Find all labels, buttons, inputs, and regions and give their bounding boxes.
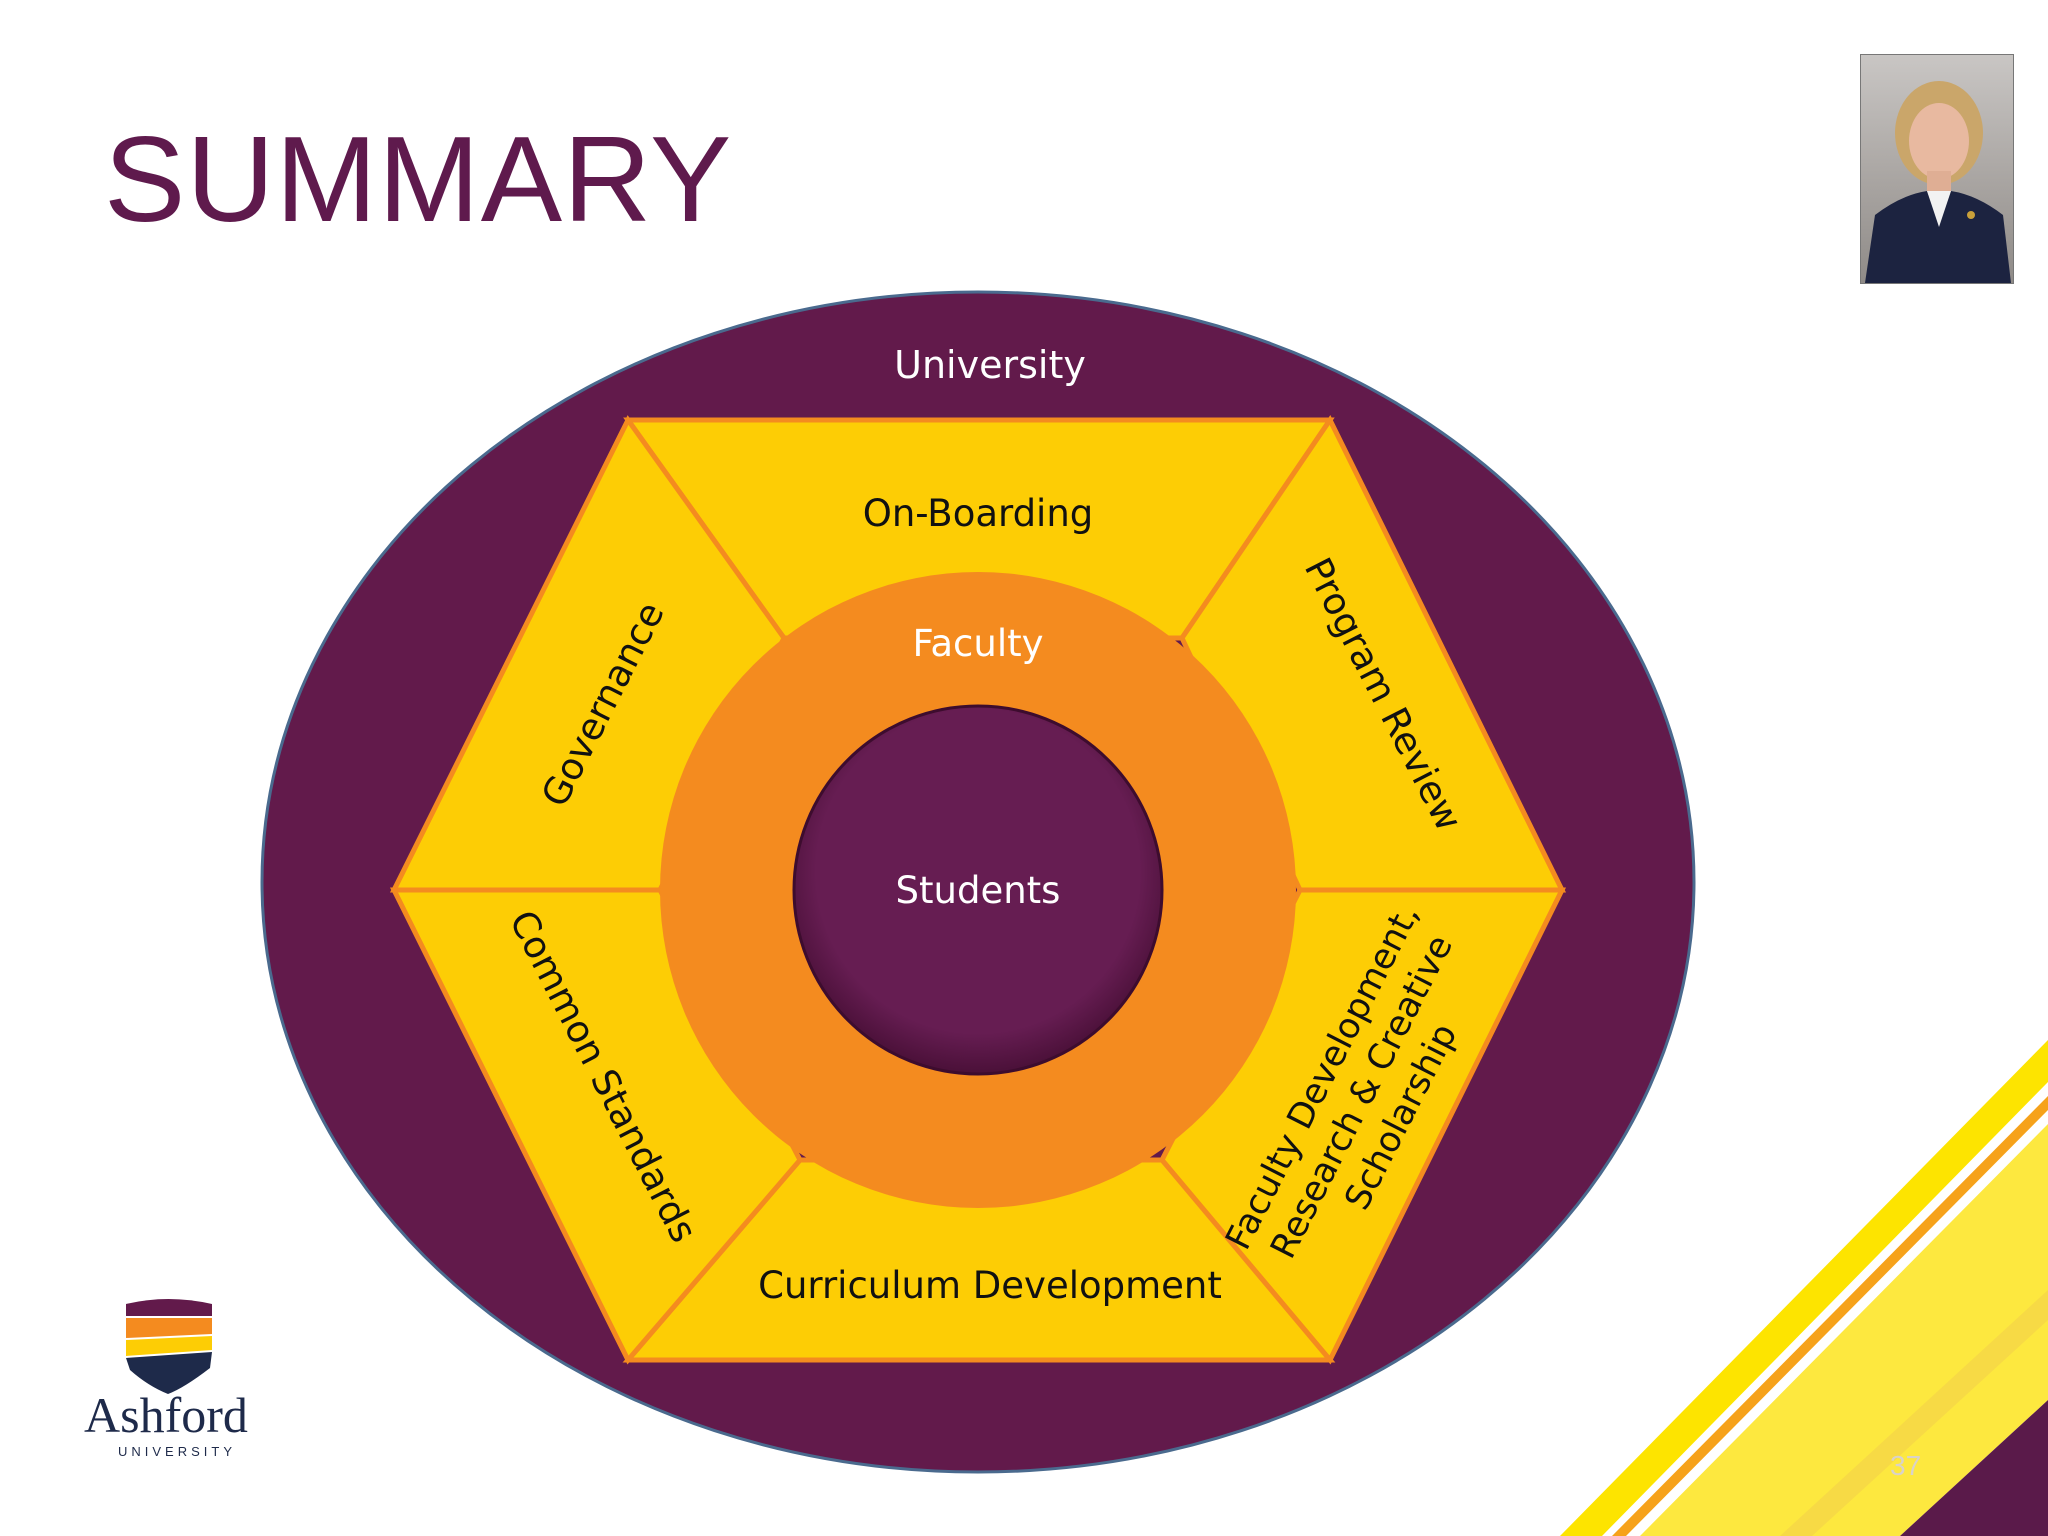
university-label: University — [894, 343, 1086, 387]
faculty-label: Faculty — [912, 622, 1043, 665]
shield-logo-icon — [126, 1299, 212, 1394]
curriculum-development-label: Curriculum Development — [758, 1264, 1222, 1307]
presenter-photo — [1860, 54, 2014, 284]
slide-title: SUMMARY — [104, 111, 733, 247]
students-circle — [792, 704, 1164, 1076]
portrait-photo — [1865, 81, 2011, 283]
on-boarding-label: On-Boarding — [863, 492, 1094, 535]
students-label: Students — [896, 869, 1061, 912]
slide-number: 37 — [1890, 1450, 1922, 1481]
corner-stripes — [1560, 1040, 2048, 1536]
logo-name: Ashford — [84, 1387, 248, 1443]
logo-subtitle: UNIVERSITY — [118, 1444, 237, 1459]
